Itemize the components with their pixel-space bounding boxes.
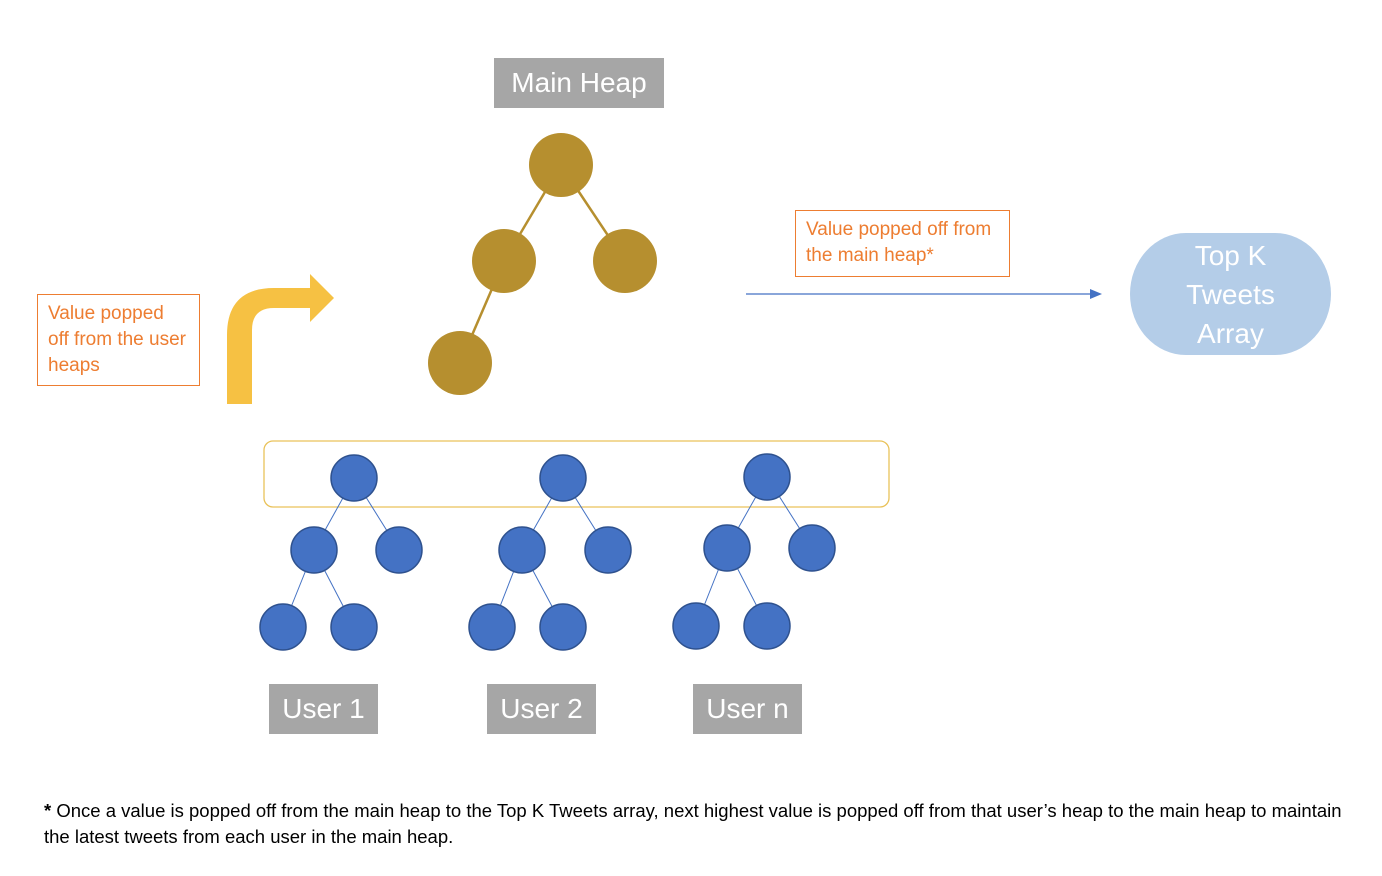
main-heap-node-right	[593, 229, 657, 293]
user-roots-highlight	[263, 440, 890, 508]
footnote-text: Once a value is popped off from the main…	[44, 800, 1342, 847]
user-heap-nodes	[259, 453, 836, 651]
footnote: * Once a value is popped off from the ma…	[44, 798, 1364, 850]
user2-node-root	[539, 454, 587, 502]
topk-tweets-array: Top K Tweets Array	[1130, 233, 1331, 355]
user-pop-note: Value popped off from the user heaps	[37, 294, 200, 386]
usern-node-root	[743, 453, 791, 501]
main-heap-nodes	[428, 133, 657, 395]
footnote-marker: *	[44, 800, 52, 821]
main-heap-title: Main Heap	[494, 58, 664, 108]
user1-node-leaf-right	[330, 603, 378, 651]
user2-node-leaf-right	[539, 603, 587, 651]
topk-line-3: Array	[1197, 317, 1264, 349]
main-heap-node-root	[529, 133, 593, 197]
user2-node-left	[498, 526, 546, 574]
user-2-label: User 2	[487, 684, 596, 734]
main-heap-node-leaf	[428, 331, 492, 395]
usern-node-right	[788, 524, 836, 572]
main-to-topk-arrowhead	[1090, 289, 1102, 299]
user1-node-leaf-left	[259, 603, 307, 651]
user-1-label: User 1	[269, 684, 378, 734]
topk-line-1: Top K	[1194, 239, 1267, 271]
topk-line-2: Tweets	[1186, 278, 1275, 310]
usern-node-left	[703, 524, 751, 572]
usern-node-leaf-left	[672, 602, 720, 650]
user1-node-root	[330, 454, 378, 502]
user2-node-right	[584, 526, 632, 574]
user-n-label: User n	[693, 684, 802, 734]
user1-node-right	[375, 526, 423, 574]
main-heap-node-left	[472, 229, 536, 293]
main-pop-note: Value popped off from the main heap*	[795, 210, 1010, 277]
usern-node-leaf-right	[743, 602, 791, 650]
user-to-main-arrow	[227, 274, 334, 404]
user1-node-left	[290, 526, 338, 574]
user2-node-leaf-left	[468, 603, 516, 651]
